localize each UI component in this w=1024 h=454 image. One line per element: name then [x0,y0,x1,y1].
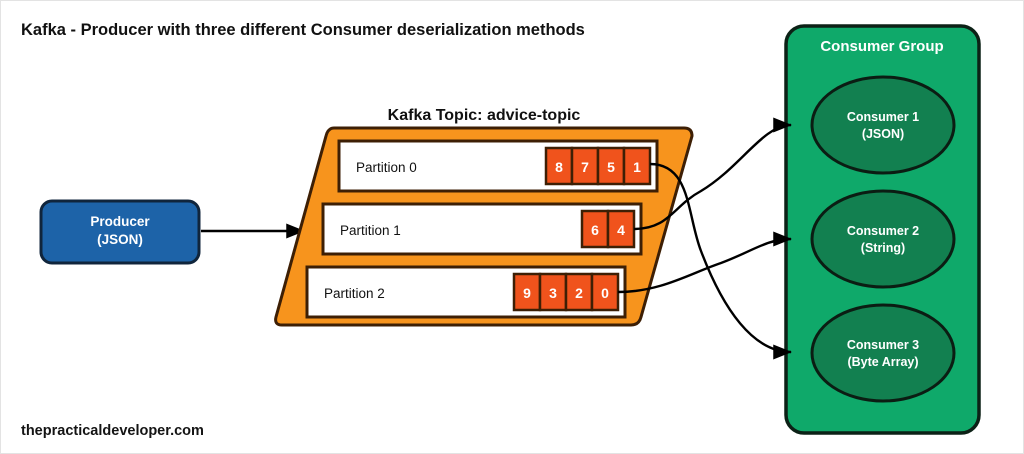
message-cell [590,272,620,312]
consumer-name: Consumer 3 [847,338,919,352]
consumer-ellipse [810,189,956,289]
page-title: Kafka - Producer with three different Co… [21,21,585,39]
message-cell [564,272,594,312]
message-value: 7 [581,159,589,175]
consumer-node-1: Consumer 1 (JSON) [810,75,956,175]
footer-watermark: thepracticaldeveloper.com [21,423,204,439]
message-value: 6 [591,222,599,238]
message-value: 3 [549,285,557,301]
message-value: 5 [607,159,615,175]
message-value: 0 [601,285,609,301]
partition0-to-consumer3-line [649,162,792,360]
consumer-node-3: Consumer 3 (Byte Array) [810,303,956,403]
message-value: 4 [617,222,625,238]
partition-label: Partition 0 [356,160,417,175]
producer-format: (JSON) [97,232,143,247]
message-cells: 6 4 [580,209,636,249]
partition2-to-consumer2-line [617,231,792,294]
partition1-to-consumer1-line [633,117,792,231]
producer-box [39,199,201,265]
message-cell [606,209,636,249]
message-value: 2 [575,285,583,301]
producer-name: Producer [90,214,150,229]
consumer-name: Consumer 1 [847,110,919,124]
consumer-ellipse [810,75,956,175]
consumer-name: Consumer 2 [847,224,919,238]
message-value: 1 [633,159,641,175]
consumer-format: (JSON) [862,127,904,141]
message-cells: 9 3 2 0 [512,272,620,312]
message-cells: 8 7 5 1 [544,146,652,186]
topic-heading: Kafka Topic: advice-topic [388,107,581,124]
consumer-group-title: Consumer Group [820,38,943,55]
partition-row-2: Partition 2 9 3 2 0 [305,265,627,319]
partition-row-0: Partition 0 8 7 5 1 [337,139,659,193]
partition-row-1: Partition 1 6 4 [321,202,643,256]
message-cell [622,146,652,186]
message-cell [580,209,610,249]
message-value: 9 [523,285,531,301]
message-cell [544,146,574,186]
consumer-format: (String) [861,241,905,255]
message-value: 8 [555,159,563,175]
consumer-ellipse [810,303,956,403]
consumer-node-2: Consumer 2 (String) [810,189,956,289]
partition-label: Partition 2 [324,286,385,301]
consumer-format: (Byte Array) [847,355,918,369]
message-cell [512,272,542,312]
producer-node: Producer (JSON) [39,199,201,265]
partition-label: Partition 1 [340,223,401,238]
